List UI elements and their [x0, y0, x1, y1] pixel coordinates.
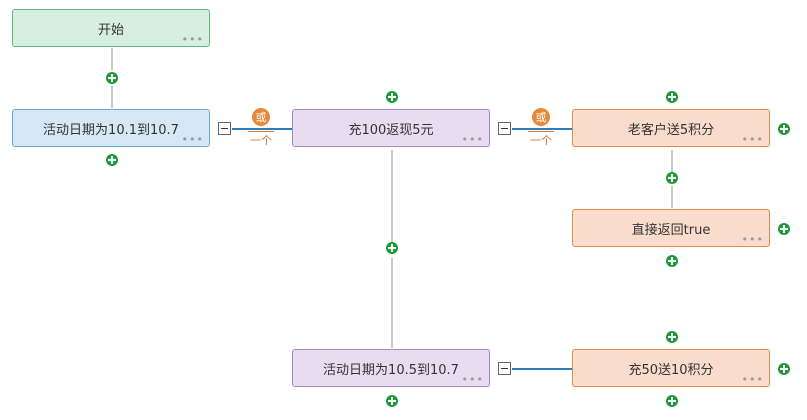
node-label: 充100返现5元: [348, 122, 434, 138]
add-node-icon[interactable]: [386, 242, 398, 254]
connector-line: [671, 186, 673, 208]
ellipsis-icon[interactable]: •••: [181, 33, 204, 46]
node-label: 活动日期为10.1到10.7: [43, 122, 179, 138]
add-node-icon[interactable]: [666, 91, 678, 103]
add-node-icon[interactable]: [106, 154, 118, 166]
node-label: 活动日期为10.5到10.7: [323, 362, 459, 378]
action-node-old-customer[interactable]: 老客户送5积分 •••: [572, 109, 770, 147]
collapse-icon[interactable]: [498, 362, 511, 375]
add-node-icon[interactable]: [106, 72, 118, 84]
node-label: 充50送10积分: [628, 362, 714, 378]
add-node-icon[interactable]: [386, 395, 398, 407]
or-sub-label: 一个: [248, 131, 274, 148]
ellipsis-icon[interactable]: •••: [461, 373, 484, 386]
node-label: 直接返回true: [631, 222, 711, 238]
or-badge: 或: [532, 108, 550, 126]
add-node-icon[interactable]: [666, 395, 678, 407]
collapse-icon[interactable]: [498, 122, 511, 135]
add-node-icon[interactable]: [666, 331, 678, 343]
add-node-icon[interactable]: [666, 255, 678, 267]
connector-line: [391, 258, 393, 348]
connector-line: [512, 128, 572, 130]
ellipsis-icon[interactable]: •••: [741, 233, 764, 246]
ellipsis-icon[interactable]: •••: [741, 373, 764, 386]
add-node-icon[interactable]: [778, 223, 790, 235]
add-node-icon[interactable]: [778, 123, 790, 135]
connector-line: [512, 368, 572, 370]
collapse-icon[interactable]: [218, 122, 231, 135]
connector-line: [111, 48, 113, 70]
ellipsis-icon[interactable]: •••: [741, 133, 764, 146]
add-node-icon[interactable]: [386, 91, 398, 103]
node-label: 老客户送5积分: [627, 122, 715, 138]
connector-line: [111, 86, 113, 108]
add-node-icon[interactable]: [778, 363, 790, 375]
connector-line: [232, 128, 292, 130]
node-label: 开始: [97, 22, 124, 38]
ellipsis-icon[interactable]: •••: [461, 133, 484, 146]
condition-node-date-2[interactable]: 活动日期为10.5到10.7 •••: [292, 349, 490, 387]
or-badge: 或: [252, 108, 270, 126]
connector-line: [391, 150, 393, 242]
start-node[interactable]: 开始 •••: [12, 9, 210, 47]
ellipsis-icon[interactable]: •••: [181, 133, 204, 146]
or-sub-label: 一个: [528, 131, 554, 148]
action-node-recharge-50[interactable]: 充50送10积分 •••: [572, 349, 770, 387]
add-node-icon[interactable]: [666, 172, 678, 184]
action-node-return-true[interactable]: 直接返回true •••: [572, 209, 770, 247]
action-node-recharge-100[interactable]: 充100返现5元 •••: [292, 109, 490, 147]
condition-node-date-1[interactable]: 活动日期为10.1到10.7 •••: [12, 109, 210, 147]
connector-line: [671, 150, 673, 172]
